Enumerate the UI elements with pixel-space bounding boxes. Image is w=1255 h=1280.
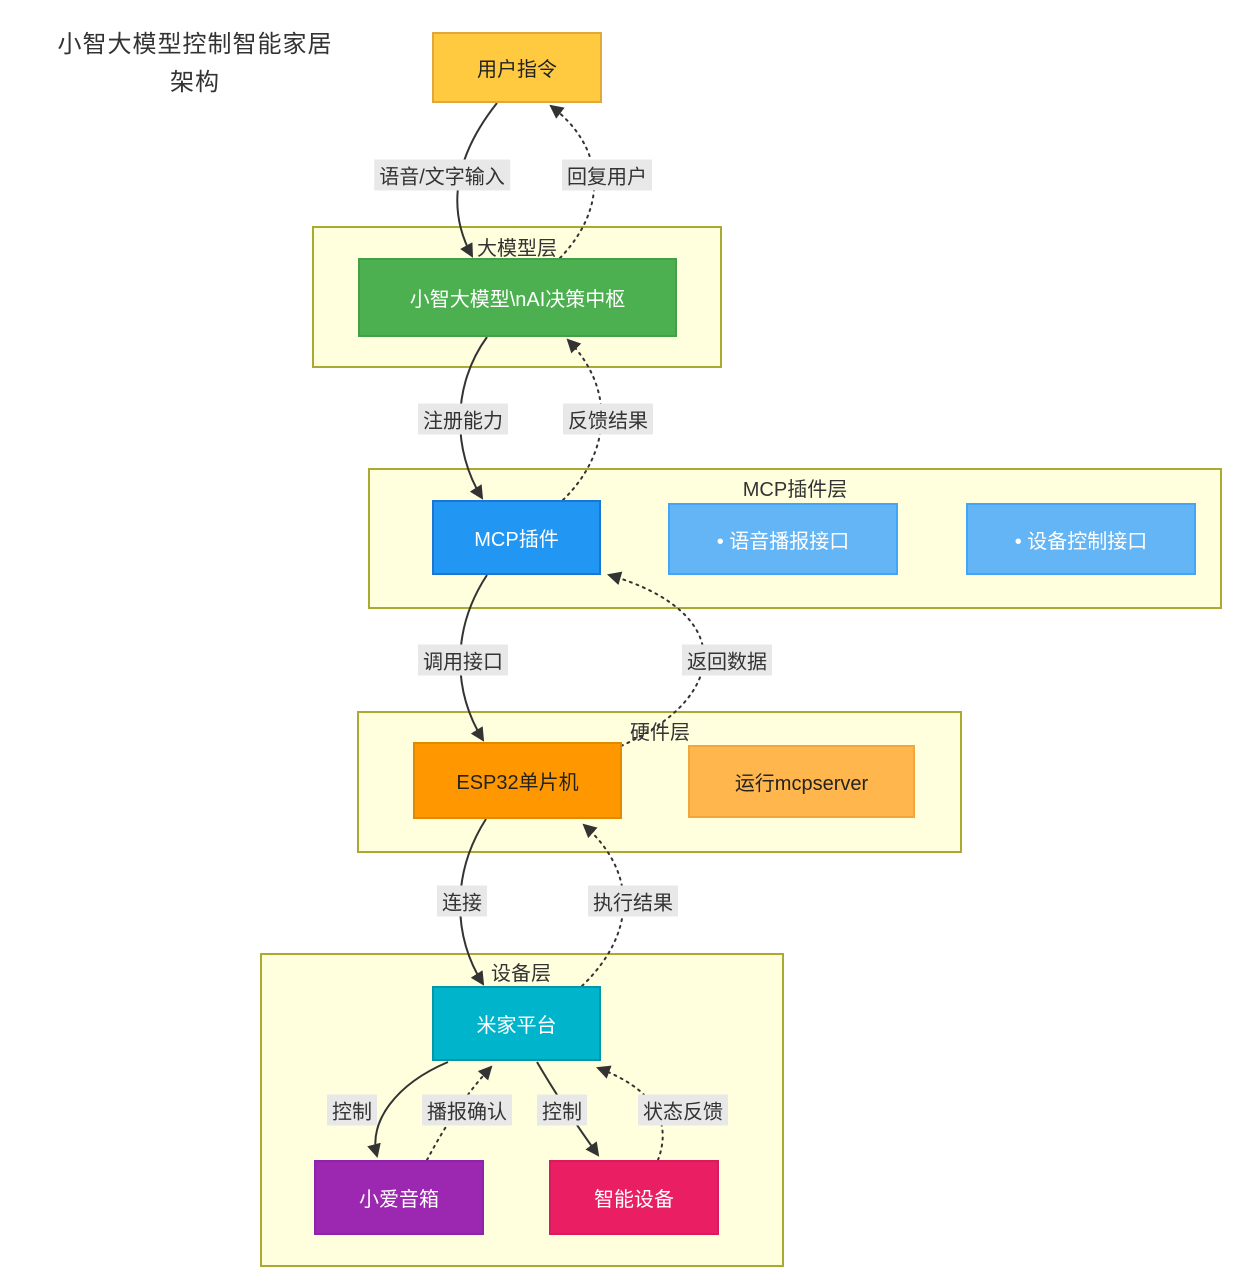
node-xiaoai-speaker: 小爱音箱 [314,1160,484,1235]
node-mcp-plugin: MCP插件 [432,500,601,575]
edge-label-register: 注册能力 [418,403,508,435]
edge-label-reply-user: 回复用户 [562,159,652,191]
node-user-command: 用户指令 [432,32,602,103]
layer-hardware-title: 硬件层 [630,722,690,744]
node-mcpserver: 运行mcpserver [688,745,915,818]
diagram-title-line-2: 架构 [170,69,220,96]
edge-label-status-feedback: 状态反馈 [638,1094,728,1126]
diagram-title-line-1: 小智大模型控制智能家居 [57,31,333,58]
edge-label-control-device: 控制 [537,1094,587,1126]
node-smart-device: 智能设备 [549,1160,719,1235]
layer-llm-title: 大模型层 [477,238,557,260]
node-mijia-platform: 米家平台 [432,986,601,1061]
layer-device-title: 设备层 [491,963,551,985]
diagram-title: 小智大模型控制智能家居 架构 [40,26,350,102]
edge-label-exec-result: 执行结果 [588,885,678,917]
layer-mcp-title: MCP插件层 [742,479,848,501]
node-device-control-api: • 设备控制接口 [966,503,1196,575]
edge-control-speaker [367,1061,449,1159]
edge-label-feedback: 反馈结果 [563,403,653,435]
edge-broadcast-confirm [426,1065,493,1161]
edge-label-control-speaker: 控制 [327,1094,377,1126]
edge-label-voice-input: 语音/文字输入 [374,159,510,191]
node-esp32: ESP32单片机 [413,742,622,819]
edge-label-call-api: 调用接口 [418,644,508,676]
node-voice-broadcast-api: • 语音播报接口 [668,503,898,575]
edge-exec-result [581,823,625,987]
edge-label-return-data: 返回数据 [682,644,772,676]
edge-label-connect: 连接 [437,885,487,917]
edge-label-broadcast-confirm: 播报确认 [422,1094,512,1126]
node-ai-model: 小智大模型\nAI决策中枢 [358,258,677,337]
